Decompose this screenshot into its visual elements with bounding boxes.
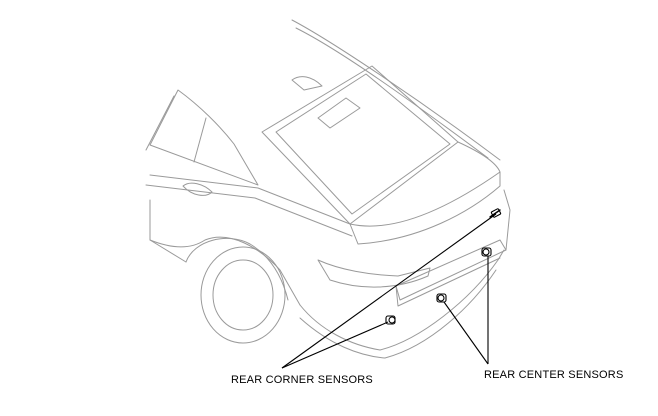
- tail-lamp: [317, 259, 431, 288]
- trunk-lid: [349, 171, 501, 245]
- leader-center-left: [443, 301, 489, 365]
- roof-outline-inner: [295, 27, 489, 159]
- rear-corner-sensor-left: [385, 315, 396, 325]
- leader-corner-left: [281, 321, 389, 369]
- rear-window-inner: [275, 73, 451, 215]
- roof-fin: [291, 76, 323, 91]
- sensor-group: [385, 208, 502, 325]
- roof-outline: [291, 19, 501, 161]
- leader-lines: [281, 213, 497, 369]
- door-handle: [182, 182, 213, 196]
- side-window-pillar: [193, 117, 207, 163]
- belt-line: [149, 174, 351, 225]
- brake-light: [317, 97, 361, 129]
- rear-wheel-tire: [200, 246, 286, 344]
- rear-bumper: [299, 249, 505, 351]
- rear-bumper-edge: [503, 189, 511, 251]
- side-window: [149, 89, 259, 186]
- rear-quarter: [149, 199, 301, 306]
- wheel-arch: [185, 237, 289, 301]
- rear-wheel-rim: [212, 259, 274, 331]
- rear-window: [261, 65, 459, 225]
- rear-center-sensor-right: [481, 247, 492, 257]
- trunk-edge: [457, 141, 501, 173]
- car-body-outline: [145, 19, 511, 359]
- leader-corner-right: [281, 213, 497, 369]
- rear-corner-sensor-right: [489, 208, 502, 218]
- rocker-line: [149, 239, 187, 263]
- license-recess: [395, 257, 501, 307]
- rear-bumper-lower: [299, 269, 497, 359]
- rear-corner-sensors-label: REAR CORNER SENSORS: [231, 374, 373, 386]
- side-window-frame: [145, 95, 175, 151]
- belt-line-lower: [145, 184, 353, 237]
- rear-center-sensor-left: [436, 293, 447, 303]
- rear-center-sensors-label: REAR CENTER SENSORS: [484, 369, 624, 381]
